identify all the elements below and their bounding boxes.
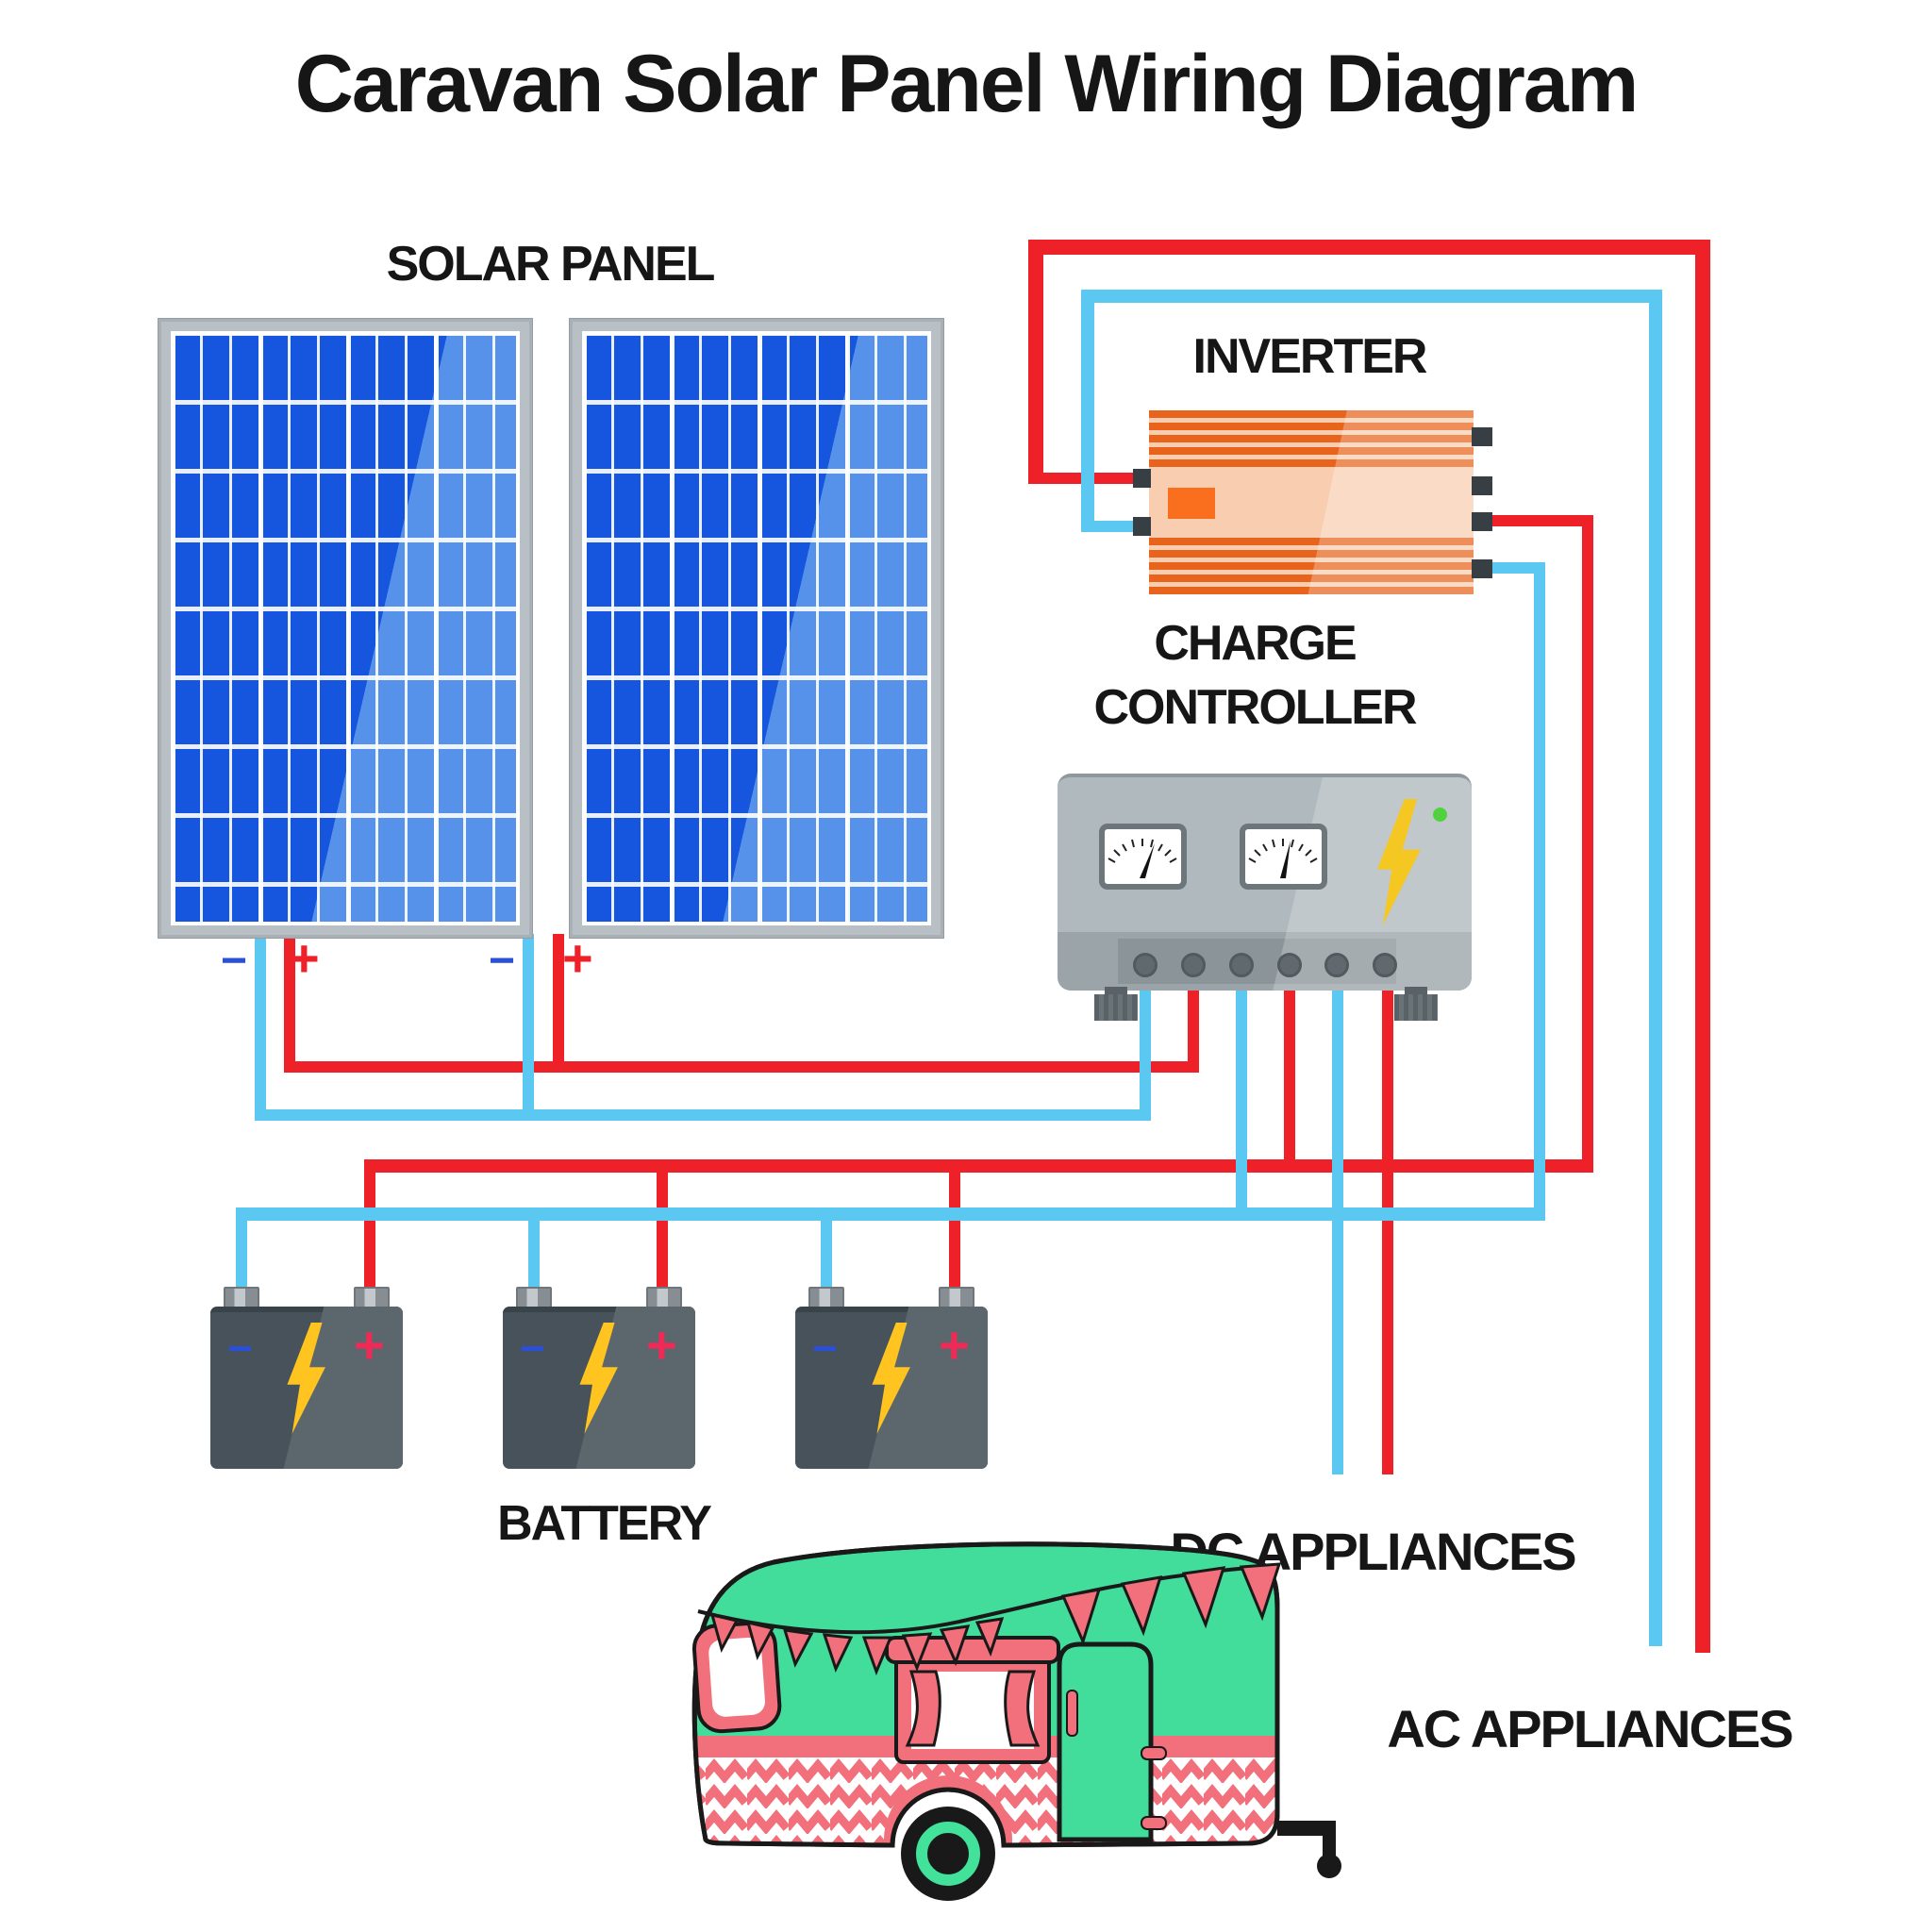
inverter-right-tab-1 <box>1472 427 1492 446</box>
solar-panel-2 <box>569 318 944 939</box>
battery2-plus-label: + <box>646 1315 677 1374</box>
page-title: Caravan Solar Panel Wiring Diagram <box>294 39 1639 129</box>
panel1-minus-label: − <box>221 936 248 986</box>
label-charge-line1: CHARGE <box>1154 616 1357 671</box>
wire-red-ac-drop-v <box>1695 240 1710 1653</box>
wire-red-top-loop-left-v <box>1028 240 1043 484</box>
controller-right-foot <box>1394 994 1438 1021</box>
wire-cyan-top-loop-left-v <box>1081 290 1094 532</box>
battery1-minus-label: − <box>227 1324 253 1373</box>
wire-red-battery-bus-h <box>364 1159 1593 1173</box>
battery2-minus-label: − <box>520 1324 545 1373</box>
inverter-box <box>1149 410 1474 594</box>
panel1-plus-label: + <box>289 928 320 988</box>
solar-panel-2-cells <box>582 331 931 925</box>
battery-3: − + <box>795 1287 988 1470</box>
curtain-left <box>905 1670 941 1747</box>
wire-cyan-battery3-v <box>821 1221 832 1291</box>
curtain-right <box>1004 1670 1041 1747</box>
wire-red-panel2-v <box>553 934 564 1073</box>
label-charge-line2: CONTROLLER <box>1093 680 1417 735</box>
wire-cyan-inverter-out-h <box>1488 562 1545 574</box>
controller-port-2 <box>1181 953 1206 977</box>
power-led-indicator <box>1433 808 1447 822</box>
controller-left-foot <box>1094 994 1138 1021</box>
wire-red-panel-bus-h <box>284 1061 1199 1073</box>
wire-cyan-panel-bus-h <box>255 1109 1151 1121</box>
door-handle <box>1066 1690 1078 1737</box>
wire-cyan-top-loop-h <box>1081 290 1662 303</box>
wire-cyan-inverter-out-v <box>1534 562 1545 1221</box>
wire-red-battery3-v <box>949 1173 960 1291</box>
controller-port-1 <box>1133 953 1158 977</box>
door-latch-lower <box>1141 1816 1167 1830</box>
wire-red-inverter-in-h <box>1043 473 1149 484</box>
wire-red-port4-v <box>1284 972 1295 1159</box>
inverter-left-tab-negative <box>1133 517 1151 536</box>
wire-red-dc-v <box>1382 972 1393 1474</box>
wire-cyan-battery1-v <box>236 1221 247 1291</box>
inverter-right-tab-2 <box>1472 476 1492 495</box>
battery3-minus-label: − <box>812 1324 838 1373</box>
inverter-right-tab-4 <box>1472 559 1492 578</box>
battery3-plus-label: + <box>939 1315 970 1374</box>
controller-port-4 <box>1277 953 1302 977</box>
label-inverter: INVERTER <box>1192 329 1428 384</box>
battery-1: − + <box>210 1287 403 1470</box>
bunting-string <box>697 1564 1273 1635</box>
lightning-bolt-icon <box>579 1323 618 1434</box>
panel2-minus-label: − <box>489 936 516 986</box>
panel2-plus-label: + <box>562 928 593 988</box>
inverter-right-tab-3 <box>1472 512 1492 531</box>
caravan-illustration <box>691 1541 1341 1901</box>
controller-port-recess <box>1118 939 1396 984</box>
controller-port-3 <box>1229 953 1254 977</box>
charge-controller-box <box>1058 774 1472 1021</box>
wire-red-battery2-v <box>657 1173 668 1291</box>
controller-port-6 <box>1373 953 1397 977</box>
label-charge-controller: CHARGE CONTROLLER <box>1019 611 1491 740</box>
tow-hitch <box>1277 1821 1341 1878</box>
wire-red-inverter-out-v <box>1582 515 1593 1173</box>
ammeter-gauge-icon <box>1240 824 1327 890</box>
wire-cyan-panel2-v <box>523 934 534 1121</box>
wire-cyan-battery2-v <box>528 1221 540 1291</box>
lightning-bolt-icon <box>287 1323 325 1434</box>
solar-panel-1-cells <box>171 331 520 925</box>
wire-red-battery1-v <box>364 1173 375 1291</box>
inverter-chip <box>1168 488 1215 519</box>
inverter-stripes-top <box>1149 410 1474 469</box>
label-solar-panel: SOLAR PANEL <box>386 237 716 291</box>
wire-cyan-panel1-v <box>255 934 266 1121</box>
battery1-plus-label: + <box>354 1315 385 1374</box>
wire-red-top-loop-h <box>1028 240 1710 255</box>
wire-red-panel1-v <box>284 934 295 1061</box>
controller-right-stem <box>1405 987 1427 996</box>
wire-cyan-ac-drop-v <box>1649 290 1662 1646</box>
wire-red-inverter-out-h <box>1488 515 1593 526</box>
controller-port-5 <box>1324 953 1349 977</box>
battery-2: − + <box>503 1287 695 1470</box>
wire-cyan-dc-v <box>1332 972 1343 1474</box>
voltmeter-gauge-icon <box>1099 824 1187 890</box>
controller-left-stem <box>1105 987 1127 996</box>
lightning-bolt-icon <box>1376 799 1421 925</box>
inverter-stripes-bottom <box>1149 538 1474 594</box>
label-battery: BATTERY <box>497 1496 712 1551</box>
bunting-flags <box>709 1562 1282 1676</box>
battery3-positive-terminal <box>939 1287 974 1309</box>
lightning-bolt-icon <box>872 1323 910 1434</box>
wire-cyan-port1-v <box>1140 972 1151 1121</box>
caravan-door <box>1057 1641 1154 1842</box>
wire-red-port2-v <box>1188 972 1199 1061</box>
wire-cyan-battery-bus-h <box>236 1208 1545 1221</box>
wire-cyan-port3-v <box>1236 972 1247 1208</box>
door-latch-upper <box>1141 1746 1167 1760</box>
solar-panel-1 <box>158 318 533 939</box>
label-ac-appliances: AC APPLIANCES <box>1387 1699 1793 1758</box>
inverter-left-tab-positive <box>1133 469 1151 488</box>
caravan-wheel <box>901 1807 995 1901</box>
